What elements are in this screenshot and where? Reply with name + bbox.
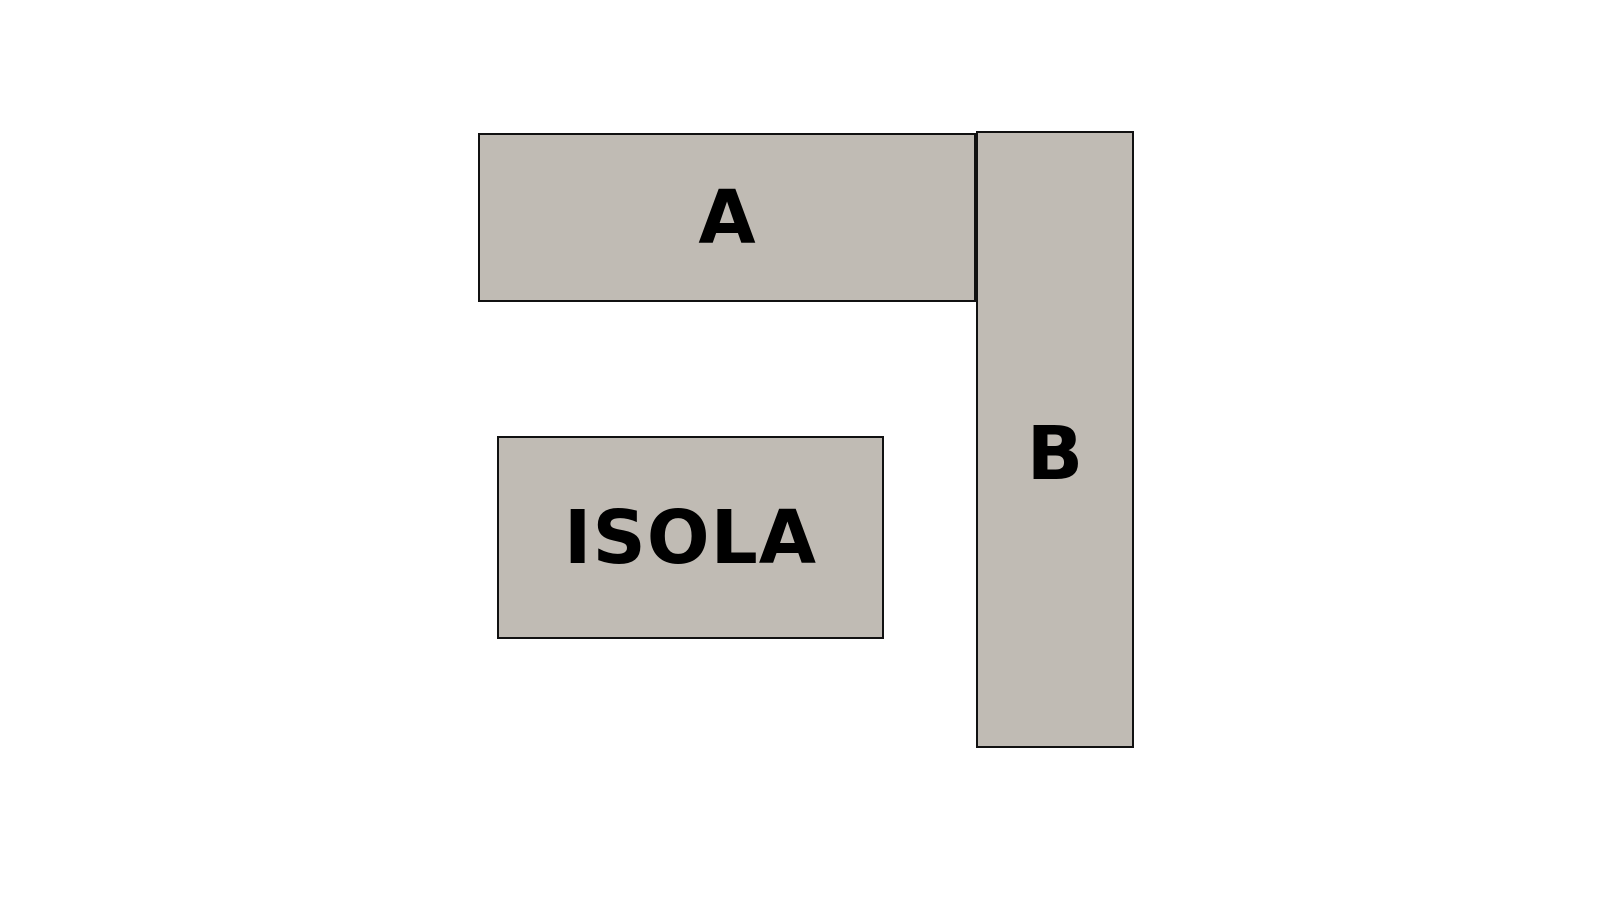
island-block-label: ISOLA (563, 494, 818, 581)
counter-block-a: A (478, 133, 976, 302)
counter-block-b-label: B (1026, 410, 1084, 497)
island-block: ISOLA (497, 436, 884, 639)
counter-block-b: B (976, 131, 1134, 748)
counter-block-a-label: A (698, 174, 756, 261)
